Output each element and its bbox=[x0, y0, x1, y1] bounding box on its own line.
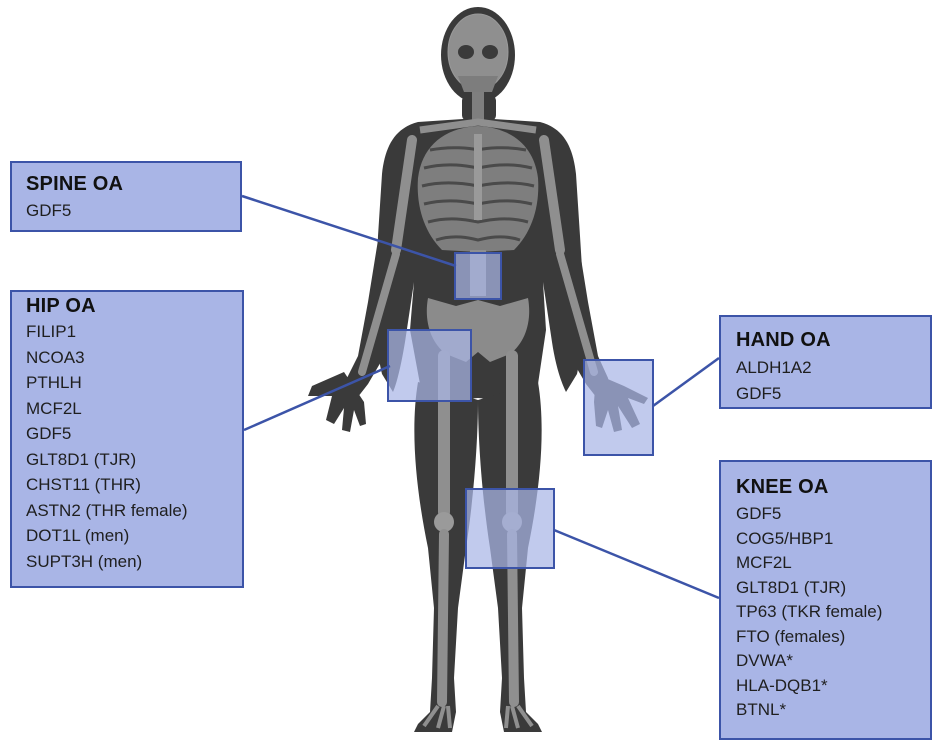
gene-item: DOT1L (men) bbox=[26, 523, 242, 549]
gene-item: TP63 (TKR female) bbox=[736, 600, 930, 625]
spine-highlight bbox=[455, 253, 501, 299]
knee-oa-title: KNEE OA bbox=[736, 476, 930, 498]
gene-item: GLT8D1 (TJR) bbox=[26, 447, 242, 473]
gene-item: FTO (females) bbox=[736, 625, 930, 650]
knee-highlight bbox=[466, 489, 554, 568]
knee-connector bbox=[554, 530, 719, 598]
cervical-spine bbox=[472, 92, 484, 122]
gene-item: HLA-DQB1* bbox=[736, 674, 930, 699]
left-tibia bbox=[442, 534, 444, 702]
gene-item: GDF5 bbox=[736, 502, 930, 527]
spine-oa-box: SPINE OA GDF5 bbox=[10, 161, 242, 232]
jaw bbox=[458, 76, 498, 92]
spine-oa-gene-list: GDF5 bbox=[26, 198, 240, 224]
gene-item: COG5/HBP1 bbox=[736, 527, 930, 552]
gene-item: NCOA3 bbox=[26, 345, 242, 371]
gene-item: SUPT3H (men) bbox=[26, 549, 242, 575]
gene-item: MCF2L bbox=[26, 396, 242, 422]
hand-oa-title: HAND OA bbox=[736, 329, 930, 351]
hip-connector bbox=[244, 366, 390, 430]
gene-item: DVWA* bbox=[736, 649, 930, 674]
gene-item: MCF2L bbox=[736, 551, 930, 576]
sternum bbox=[474, 134, 482, 220]
gene-item: GDF5 bbox=[736, 381, 930, 407]
gene-item: ALDH1A2 bbox=[736, 355, 930, 381]
gene-item: FILIP1 bbox=[26, 319, 242, 345]
gene-item: GDF5 bbox=[26, 198, 240, 224]
hand-connector bbox=[653, 358, 719, 406]
spine-oa-title: SPINE OA bbox=[26, 173, 240, 195]
hand-highlight bbox=[584, 360, 653, 455]
gene-item: BTNL* bbox=[736, 698, 930, 723]
gene-item: PTHLH bbox=[26, 370, 242, 396]
gene-item: GDF5 bbox=[26, 421, 242, 447]
gene-item: ASTN2 (THR female) bbox=[26, 498, 242, 524]
gene-item: CHST11 (THR) bbox=[26, 472, 242, 498]
hip-highlight bbox=[388, 330, 471, 401]
gene-item: GLT8D1 (TJR) bbox=[736, 576, 930, 601]
left-eye-socket bbox=[458, 45, 474, 59]
right-eye-socket bbox=[482, 45, 498, 59]
hip-oa-title: HIP OA bbox=[26, 295, 242, 317]
